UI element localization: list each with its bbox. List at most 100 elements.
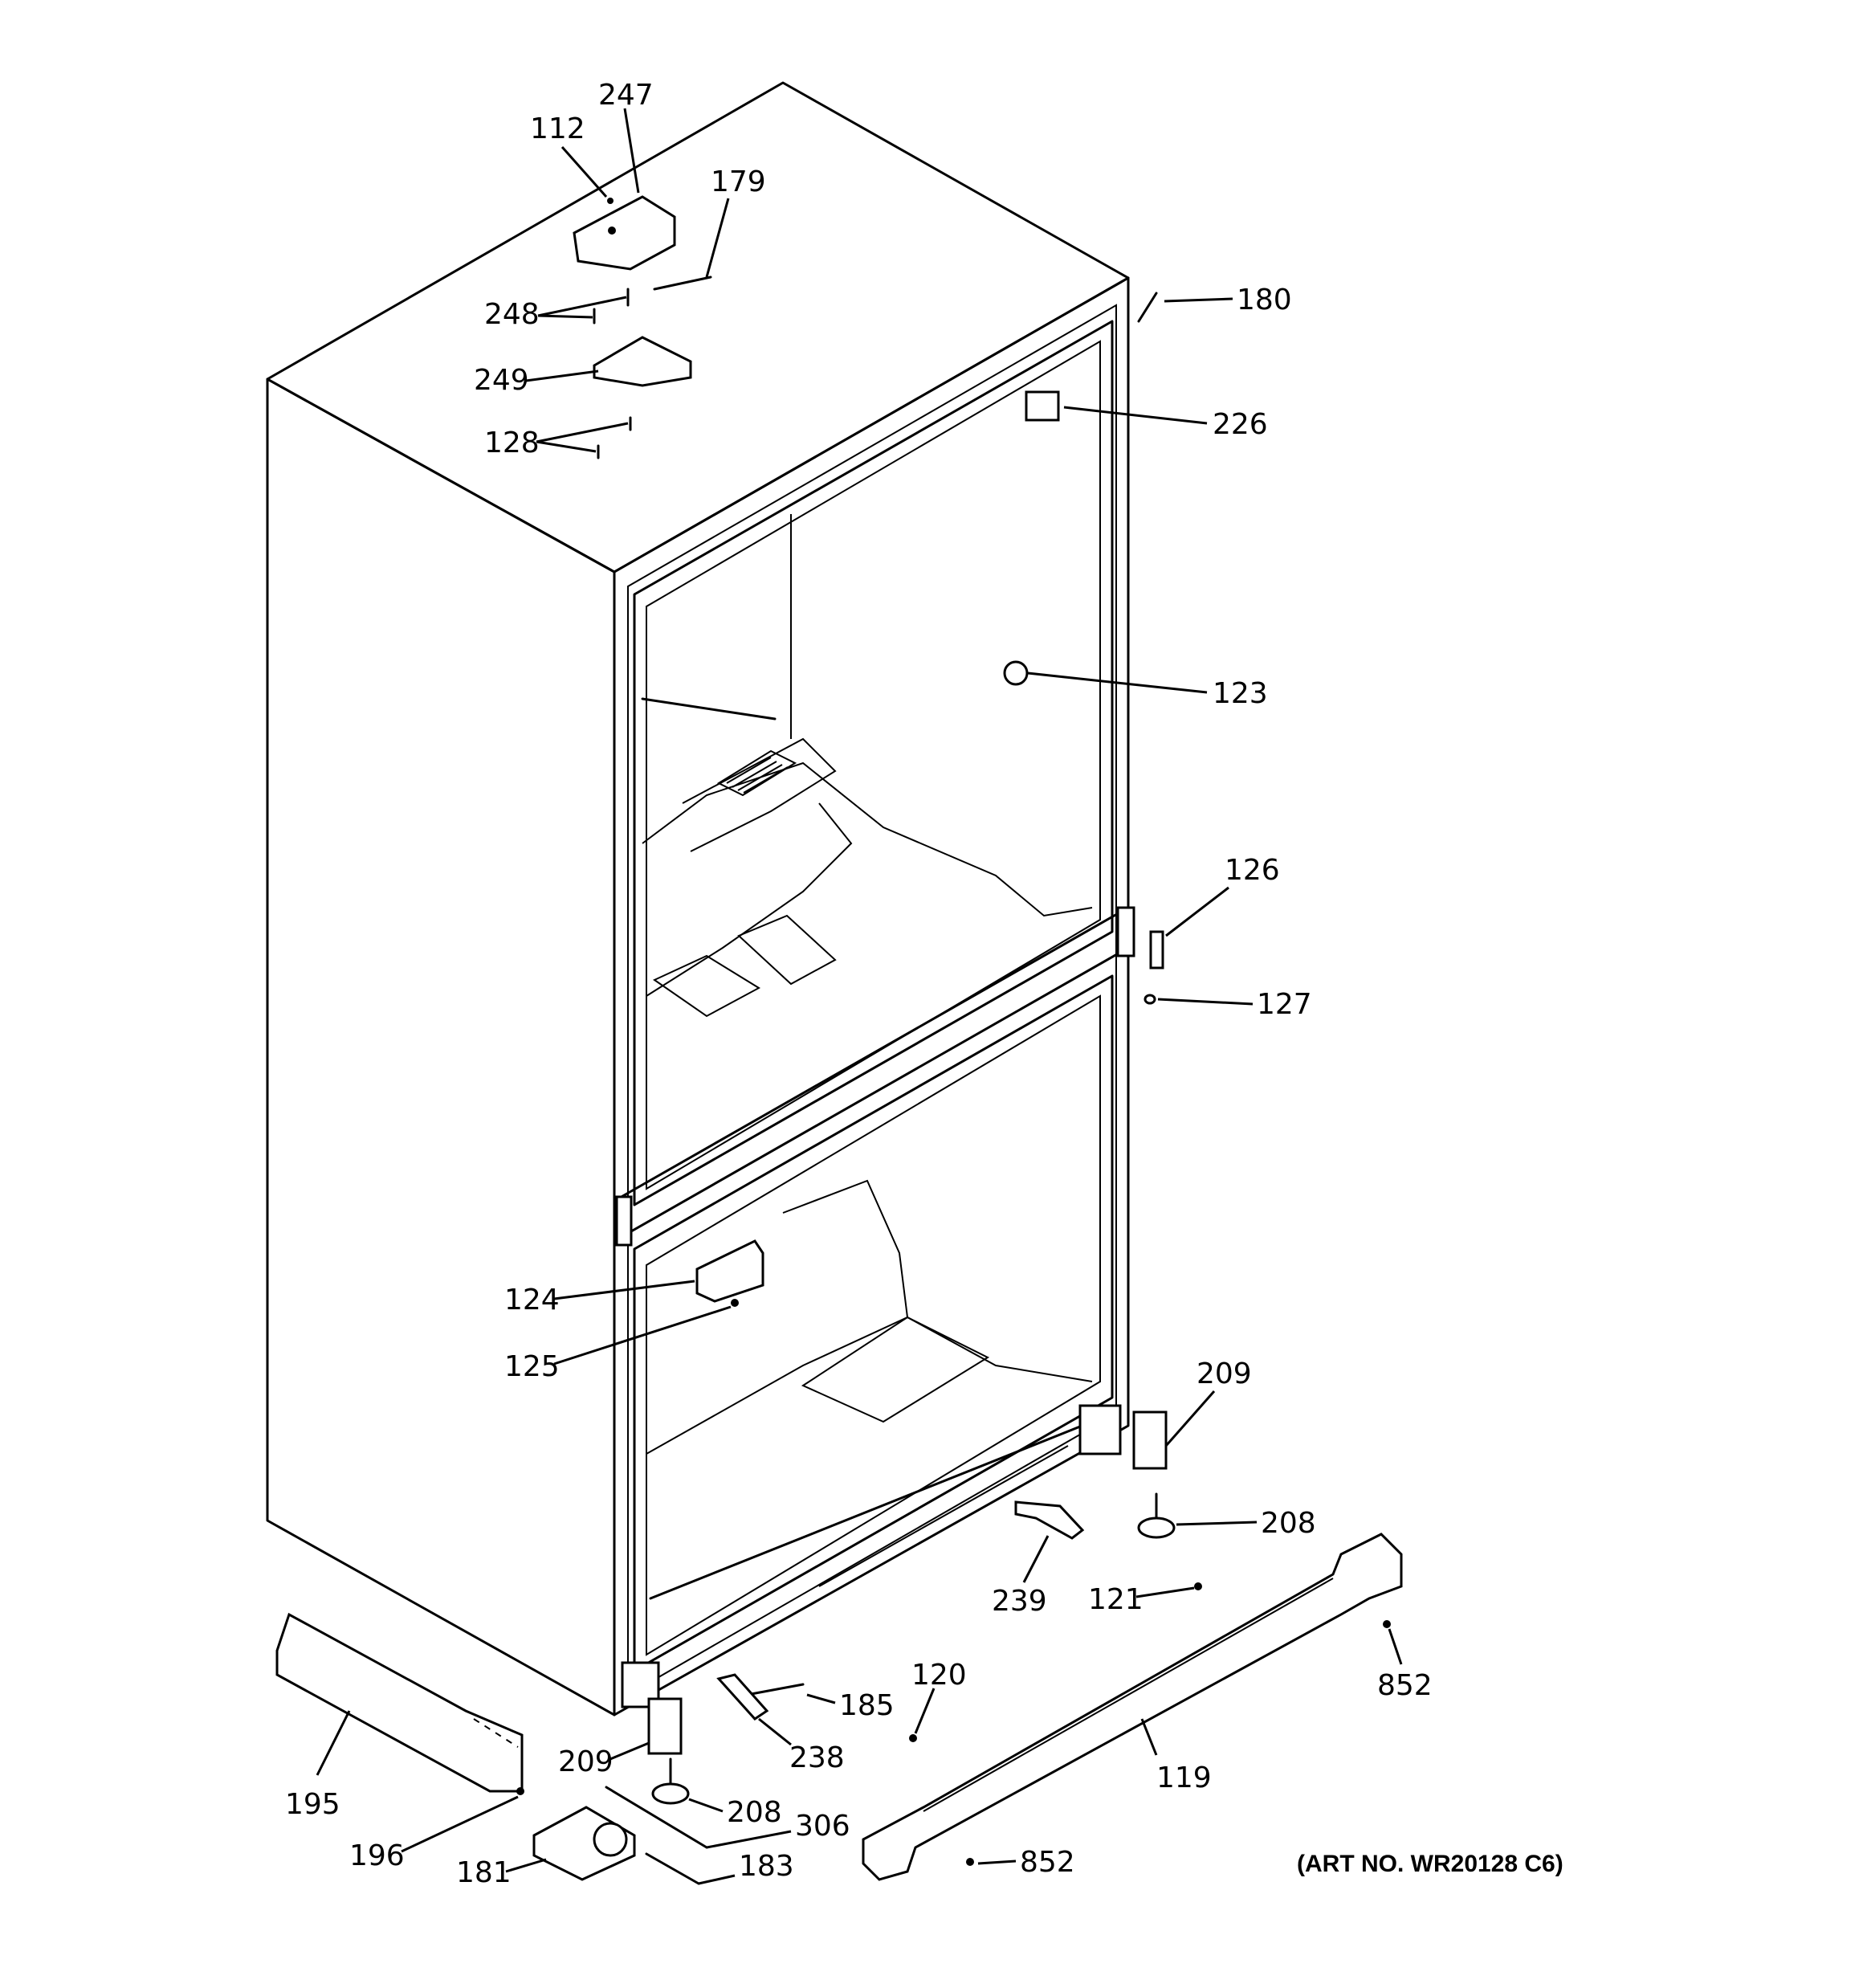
leader-185 (806, 1693, 836, 1704)
leader-121 (1135, 1586, 1195, 1598)
parts (275, 195, 1403, 1885)
spring-179-part (653, 276, 712, 291)
leader-852b (977, 1859, 1017, 1865)
leader-208b (688, 1798, 724, 1813)
leader-239 (1022, 1535, 1050, 1583)
callout-183: 183 (739, 1850, 794, 1883)
leader-247 (623, 108, 640, 194)
callout-123: 123 (1213, 677, 1268, 710)
callout-852-left: 852 (1020, 1846, 1075, 1879)
callout-226: 226 (1213, 408, 1268, 441)
callout-179: 179 (711, 165, 766, 198)
leader-209b (609, 1741, 650, 1761)
freezer-slide-rail-2 (818, 1445, 1069, 1587)
leader-112 (561, 146, 608, 198)
callout-195: 195 (285, 1788, 340, 1821)
part-123 (1003, 660, 1029, 686)
floor-pad-left (652, 954, 761, 1018)
callout-180: 180 (1237, 284, 1292, 316)
leader-226 (1063, 406, 1208, 425)
side-strike-plate (1116, 906, 1135, 957)
freezer-floor-pocket (801, 1316, 990, 1423)
leader-195 (316, 1710, 351, 1776)
leader-306 (706, 1830, 792, 1849)
leader-238 (758, 1717, 792, 1746)
callout-120: 120 (911, 1659, 967, 1692)
leveling-bracket-right (1132, 1410, 1168, 1470)
leader-125 (553, 1305, 732, 1365)
callout-209-right: 209 (1196, 1357, 1252, 1390)
callout-125: 125 (504, 1350, 560, 1383)
hinge-cover-hole-icon (608, 227, 616, 235)
callout-249: 249 (474, 364, 529, 397)
switch-226-part (1025, 390, 1060, 422)
callout-labels: 112 247 179 248 249 128 180 226 123 126 … (285, 79, 1433, 1889)
cabinet (266, 81, 1135, 1717)
freezer-liner (646, 994, 1101, 1656)
fresh-floor-step (682, 737, 837, 852)
floor-pad-right (737, 914, 837, 986)
callout-208-left: 208 (727, 1796, 782, 1829)
screw-125-icon (731, 1299, 739, 1307)
fresh-floor-contour (642, 761, 1093, 917)
callout-248: 248 (484, 298, 540, 331)
freezer-floor-contour (646, 1316, 1093, 1455)
freezer-opening (633, 974, 1114, 1672)
front-frame (613, 276, 1130, 1717)
cabinet-top (266, 81, 1130, 574)
callout-124: 124 (504, 1284, 560, 1316)
leader-181 (505, 1858, 547, 1873)
fresh-food-liner (646, 340, 1101, 1190)
freezer-back-contour (782, 1179, 908, 1318)
left-strike-plate (615, 1195, 633, 1247)
callout-126: 126 (1225, 854, 1280, 887)
bottom-right-hinge-plate (1078, 1404, 1122, 1455)
freezer-slide-rail (649, 1420, 1094, 1600)
callout-852-right: 852 (1377, 1669, 1433, 1702)
leader-852a (1388, 1628, 1403, 1665)
part-180 (1137, 292, 1158, 323)
callout-306: 306 (795, 1810, 850, 1843)
leader-127 (1157, 998, 1254, 1006)
leader-208a (1176, 1521, 1258, 1526)
leader-128b (536, 440, 597, 453)
top-hinge-part (593, 336, 692, 387)
callout-209-left: 209 (558, 1745, 614, 1778)
callout-208-right: 208 (1261, 1507, 1316, 1540)
callout-128: 128 (484, 427, 540, 459)
callout-196: 196 (349, 1839, 405, 1872)
front-flange (627, 304, 1117, 1696)
leader-248b (537, 314, 593, 319)
spring-185-part (745, 1683, 805, 1696)
base-bar-edge (923, 1578, 1334, 1812)
leader-lines (316, 108, 1403, 1885)
callout-239: 239 (992, 1585, 1047, 1618)
leader-120 (914, 1688, 936, 1734)
leader-183 (698, 1874, 736, 1885)
fresh-floor-contour-2 (646, 802, 853, 997)
leader-179 (705, 198, 730, 278)
screw-120-icon (909, 1734, 917, 1742)
screw-196-icon (516, 1787, 524, 1795)
callout-185: 185 (839, 1689, 895, 1722)
screw-121-icon (1194, 1582, 1202, 1590)
leveling-leg-right (1137, 1492, 1176, 1539)
callout-112: 112 (530, 112, 585, 145)
callout-119: 119 (1156, 1761, 1212, 1794)
callout-181: 181 (456, 1856, 512, 1889)
leader-119 (1140, 1718, 1158, 1756)
part-127 (1143, 994, 1156, 1005)
base-bar-119 (862, 1533, 1403, 1881)
leader-126 (1165, 886, 1229, 937)
callout-121: 121 (1088, 1583, 1143, 1616)
leader-196 (401, 1795, 519, 1853)
leveling-leg-left (651, 1757, 690, 1805)
rod-306-part (605, 1786, 708, 1849)
arm-238-part (716, 1673, 769, 1721)
leader-248a (537, 296, 627, 317)
part-126 (1149, 930, 1164, 970)
screw-852a-icon (1383, 1620, 1391, 1628)
leader-123 (1027, 672, 1208, 694)
leader-124 (553, 1280, 695, 1300)
